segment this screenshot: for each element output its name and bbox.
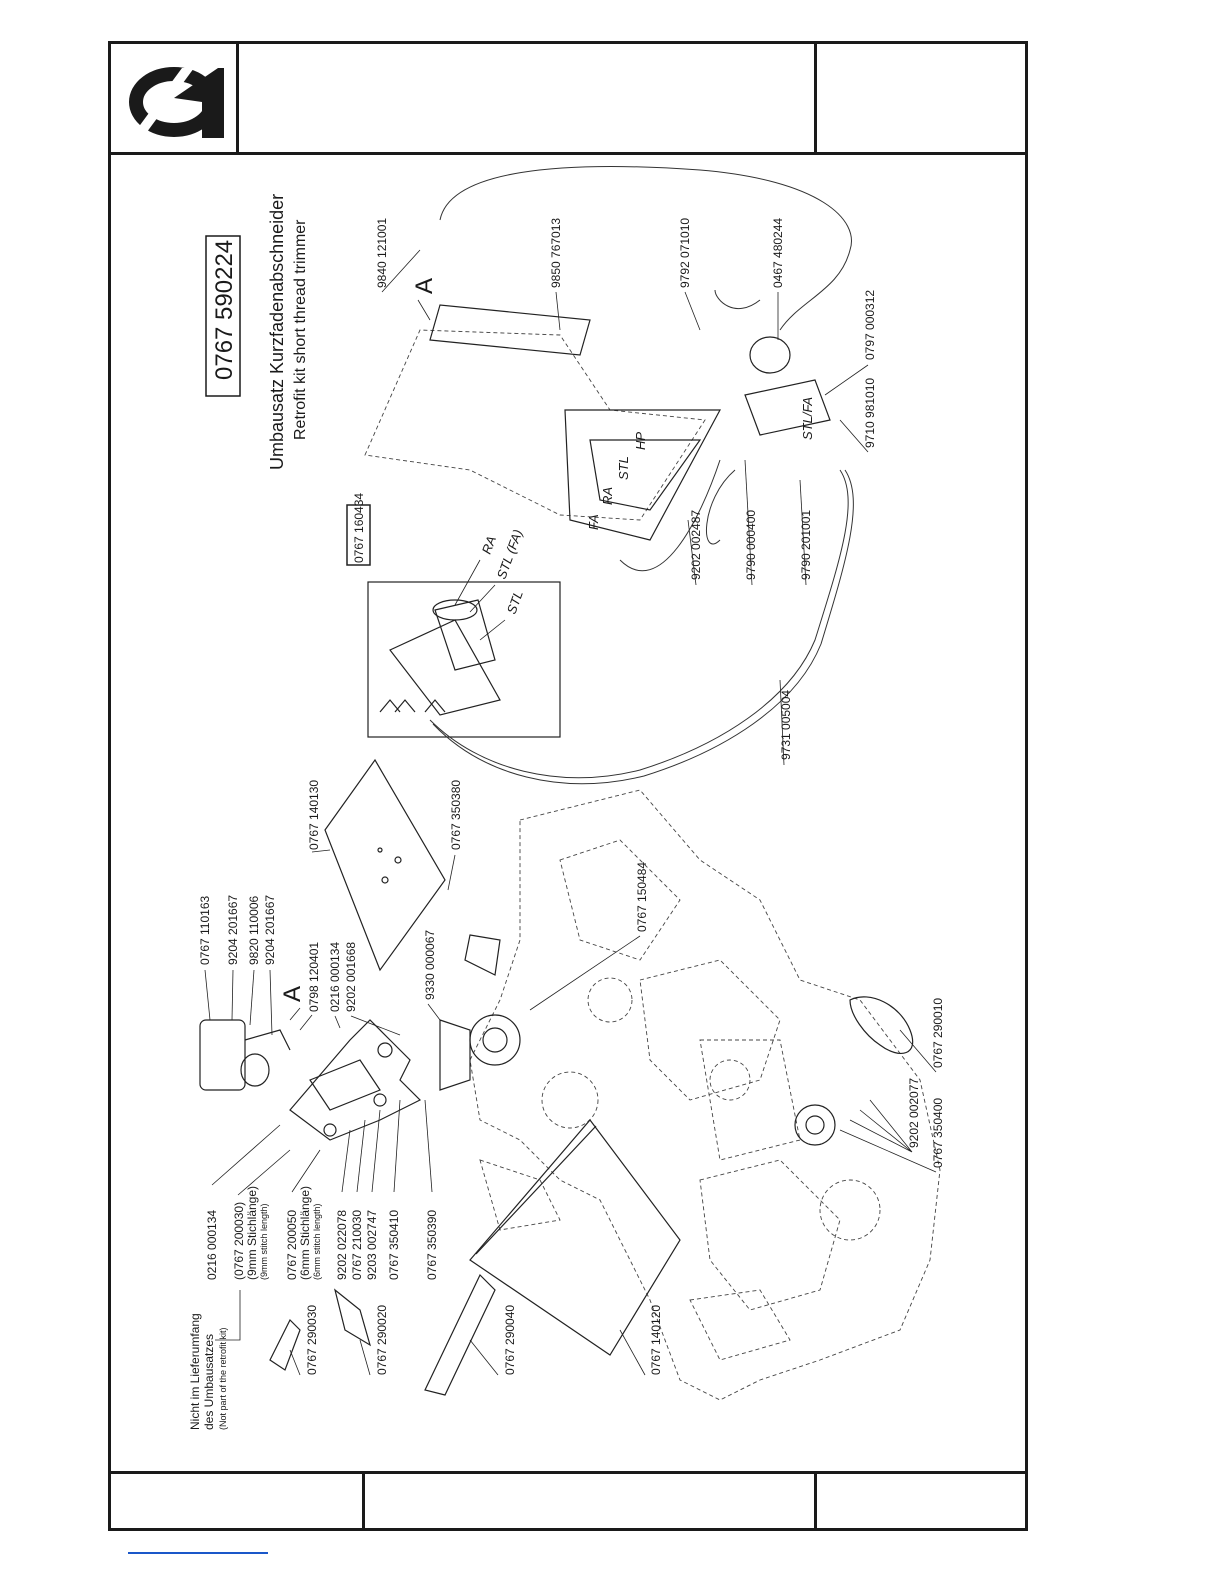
label-9204-201667-a: 9204 201667 — [226, 895, 240, 965]
note-line-3: (Not part of the retrofit kit) — [218, 1327, 228, 1430]
label-9792-071010: 9792 071010 — [678, 218, 692, 288]
label-9840-121001: 9840 121001 — [375, 218, 389, 288]
label-0767-140130: 0767 140130 — [307, 780, 321, 850]
small-parts — [269, 934, 914, 1396]
footer-right-divider — [814, 1471, 817, 1531]
detail-port-stl-fa: STL (FA) — [494, 527, 526, 581]
exploded-parts-diagram: A A 0767 590224 Umbausatz Kurzfadenabsch… — [188, 166, 945, 1430]
label-0767-200030-de: (9mm Stichlänge) — [245, 1186, 259, 1280]
label-9330-000067: 9330 000067 — [423, 930, 437, 1000]
label-0767-350390: 0767 350390 — [425, 1210, 439, 1280]
label-0767-200030-en: (9mm stitch length) — [259, 1203, 269, 1280]
solenoid-part — [199, 1019, 291, 1091]
label-0767-200050-de: (6mm Stichlänge) — [298, 1186, 312, 1280]
label-9710-981010: 9710 981010 — [863, 378, 877, 448]
label-0767-290010: 0767 290010 — [931, 998, 945, 1068]
label-0767-290030: 0767 290030 — [305, 1305, 319, 1375]
label-0767-200030: (0767 200030) — [232, 1202, 246, 1280]
kit-title-de: Umbausatz Kurzfadenabschneider — [267, 194, 287, 470]
valve-mark-hp: HP — [633, 432, 648, 450]
logo-box-divider — [236, 41, 239, 154]
detail-port-stl: STL — [504, 588, 526, 616]
footer-left-divider — [362, 1471, 365, 1531]
page-link-underline — [128, 1552, 268, 1554]
view-marker-a-top: A — [411, 278, 438, 294]
label-9820-110006: 9820 110006 — [247, 895, 261, 965]
label-0216-000134-a: 0216 000134 — [205, 1210, 219, 1280]
label-0767-140120: 0767 140120 — [649, 1305, 663, 1375]
knife-bracket-part — [289, 1019, 422, 1141]
leader-lines — [204, 249, 937, 1376]
label-9202-002077: 9202 002077 — [907, 1078, 921, 1148]
label-9790-201001: 9790 201001 — [799, 510, 813, 580]
valve-mark-fa: FA — [586, 514, 601, 530]
label-0767-210030: 0767 210030 — [350, 1210, 364, 1280]
note-line-1: Nicht im Lieferumfang — [188, 1313, 202, 1430]
detail-port-ra: RA — [479, 534, 499, 556]
label-0767-350410: 0767 350410 — [387, 1210, 401, 1280]
drawing-sheet-frame — [108, 41, 1028, 1531]
label-9203-002747: 9203 002747 — [365, 1210, 379, 1280]
detail-box-label: 0767 160434 — [352, 493, 366, 563]
label-9202-001668: 9202 001668 — [344, 942, 358, 1012]
note-line-2: des Umbausatzes — [202, 1334, 216, 1430]
label-9731-005004: 9731 005004 — [779, 690, 793, 760]
footer-divider — [108, 1471, 1028, 1474]
view-marker-a-lower: A — [279, 986, 306, 1002]
valve-mark-stl: STL — [616, 456, 631, 480]
label-0467-480244: 0467 480244 — [771, 218, 785, 288]
valve-mark-ra: RA — [600, 487, 615, 505]
machine-outline — [469, 789, 941, 1401]
label-0767-200050: 0767 200050 — [285, 1210, 299, 1280]
brand-logo-icon — [129, 67, 224, 138]
header-right-divider — [814, 41, 817, 154]
label-9202-002487: 9202 002487 — [689, 510, 703, 580]
label-0798-120401: 0798 120401 — [307, 942, 321, 1012]
label-0767-350400: 0767 350400 — [931, 1098, 945, 1168]
kit-title-en: Retrofit kit short thread trimmer — [292, 219, 309, 440]
kit-number: 0767 590224 — [211, 240, 238, 380]
label-0216-000134-b: 0216 000134 — [328, 942, 342, 1012]
hook-part — [439, 1014, 521, 1091]
label-0767-290040: 0767 290040 — [503, 1305, 517, 1375]
kit-number-box: 0767 590224 — [205, 235, 241, 397]
detail-box — [346, 504, 561, 738]
header-divider — [108, 152, 1028, 155]
label-0797-000312: 0797 000312 — [863, 290, 877, 360]
valve-block-assembly — [364, 304, 831, 541]
throat-plate-part — [469, 1119, 681, 1356]
part-labels: 0216 000134 (0767 200030) (9mm Stichläng… — [198, 218, 945, 1375]
label-0767-350380: 0767 350380 — [449, 780, 463, 850]
label-9850-767013: 9850 767013 — [549, 218, 563, 288]
label-9204-201667-b: 9204 201667 — [263, 895, 277, 965]
label-0767-290020: 0767 290020 — [375, 1305, 389, 1375]
label-0767-150484: 0767 150484 — [635, 862, 649, 932]
label-0767-200050-en: (6mm stitch length) — [312, 1203, 322, 1280]
label-9790-000400: 9790 000400 — [744, 510, 758, 580]
label-0767-110163: 0767 110163 — [198, 895, 212, 965]
slide-plate-part — [324, 758, 446, 972]
label-9202-022078: 9202 022078 — [335, 1210, 349, 1280]
valve-mark-stl-fa: STL/FA — [800, 397, 815, 440]
hoses — [429, 166, 854, 785]
